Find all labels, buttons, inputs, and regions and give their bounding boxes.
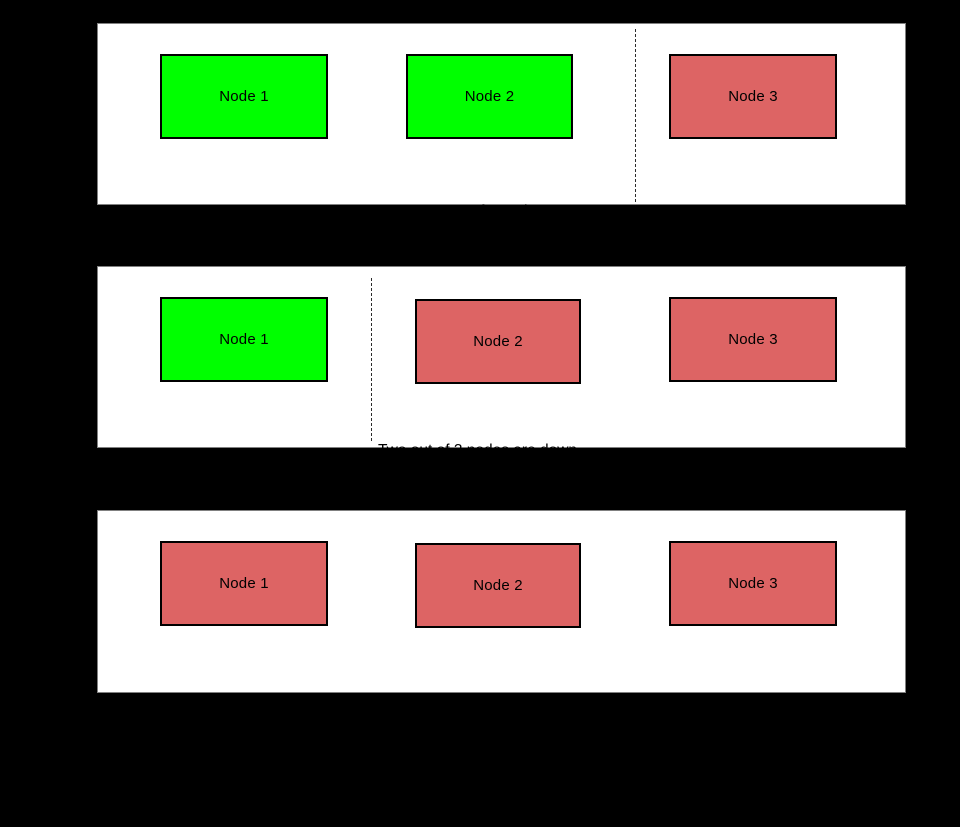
node-box-label: Node 1 [219, 575, 269, 592]
node-box-label: Node 3 [728, 331, 778, 348]
node-box-label: Node 3 [728, 88, 778, 105]
node-box-label: Node 1 [219, 88, 269, 105]
node-box-1[interactable]: Node 1 [160, 54, 328, 139]
node-box-2[interactable]: Node 2 [415, 299, 581, 384]
node-box-label: Node 3 [728, 575, 778, 592]
node-box-1[interactable]: Node 1 [160, 297, 328, 382]
diagram-canvas: Node 1 Node 2 Node 3 Two out of 3 nodes … [97, 23, 906, 778]
node-box-2[interactable]: Node 2 [406, 54, 573, 139]
node-box-2[interactable]: Node 2 [415, 543, 581, 628]
scenario-panel-two-of-three-up: Node 1 Node 2 Node 3 Two out of 3 nodes … [97, 23, 906, 289]
caption-line-1: All Nodes are down [435, 692, 570, 709]
node-box-label: Node 2 [473, 577, 523, 594]
node-box-3[interactable]: Node 3 [669, 541, 837, 626]
panel-caption: All Nodes are down Majority Fails & Clus… [98, 643, 907, 827]
node-box-3[interactable]: Node 3 [669, 297, 837, 382]
quorum-divider-line [635, 29, 636, 202]
node-box-3[interactable]: Node 3 [669, 54, 837, 139]
caption-line-2: Majority Fails & Cluster Stops [400, 761, 605, 778]
scenario-panel-all-nodes-down: Node 1 Node 2 Node 3 All Nodes are down … [97, 510, 906, 778]
node-box-label: Node 2 [464, 88, 515, 105]
node-box-label: Node 2 [473, 333, 523, 350]
quorum-divider-line [371, 278, 372, 441]
node-box-label: Node 1 [219, 331, 269, 348]
caption-line-1: Two out of 3 nodes are up [412, 203, 593, 220]
caption-line-1: Two out of 3 nodes are down [378, 442, 578, 459]
node-box-1[interactable]: Node 1 [160, 541, 328, 626]
scenario-panel-two-of-three-down: Node 1 Node 2 Node 3 Two out of 3 nodes … [97, 266, 906, 528]
